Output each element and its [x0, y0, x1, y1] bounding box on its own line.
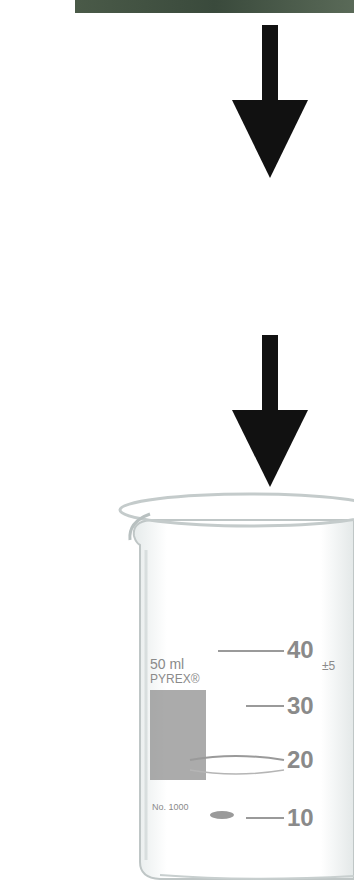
- graduation-number: 10: [287, 806, 314, 830]
- model-number: No. 1000: [152, 803, 189, 812]
- graduation-number: 30: [287, 694, 314, 718]
- capacity-text: 50 ml: [150, 657, 184, 671]
- beaker: [120, 494, 354, 879]
- brand-text: PYREX®: [150, 673, 200, 685]
- photo-strip: [75, 0, 354, 13]
- label-patch: [150, 690, 206, 780]
- graduation-number: 40: [287, 638, 314, 662]
- down-arrow: [232, 335, 308, 487]
- graduation-number: 20: [287, 748, 314, 772]
- down-arrow: [232, 25, 308, 178]
- tolerance-text: ±5: [322, 660, 335, 672]
